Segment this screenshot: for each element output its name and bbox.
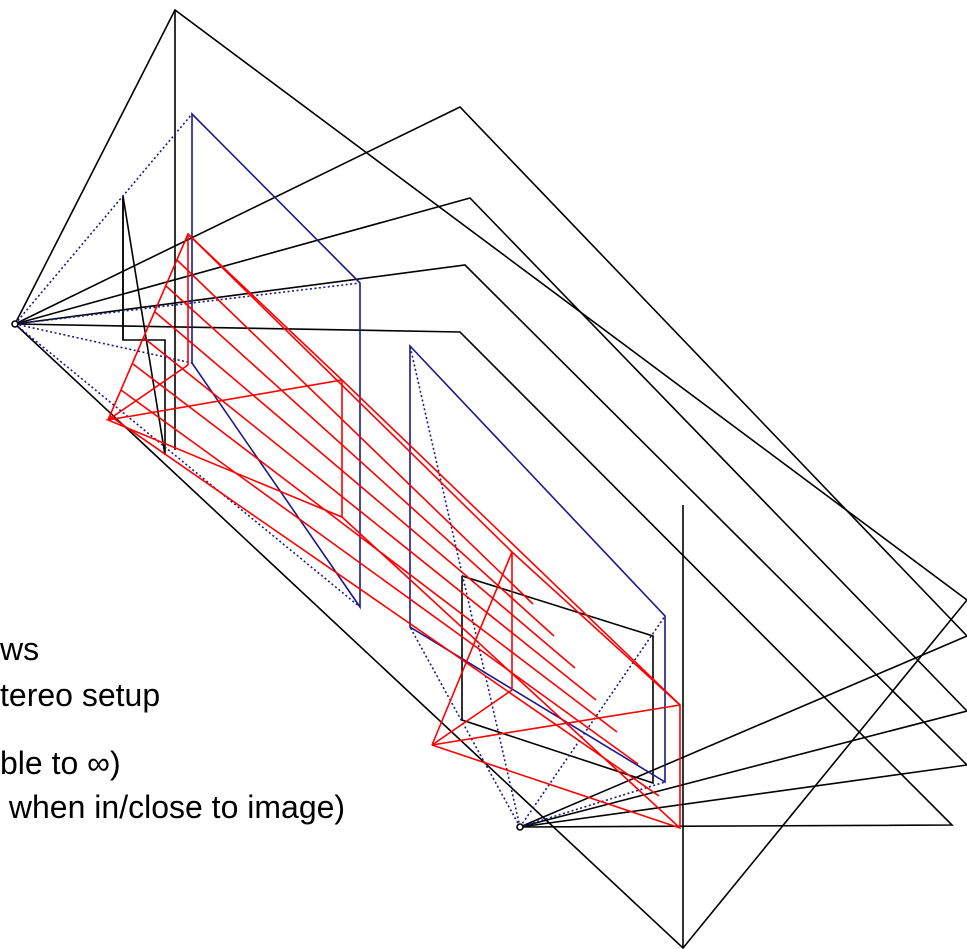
right-camera-center [516, 823, 524, 831]
epipolar-plane-3 [14, 197, 967, 828]
slide-text: ws tereo setup ble to ∞) when in/close t… [0, 631, 345, 825]
blue-image-planes [14, 112, 666, 828]
epipolar-lines [109, 233, 681, 829]
right-ray-right [519, 615, 666, 828]
right-rectified-edge [431, 689, 513, 746]
left-image-plane [191, 112, 361, 610]
left-rectified-plane [105, 232, 343, 519]
left-ray-right [14, 282, 361, 325]
epipolar-plane-4 [14, 264, 967, 828]
text-line-2: tereo setup [0, 677, 160, 713]
rectified-planes [105, 232, 681, 830]
epipolar-line [154, 311, 576, 669]
text-line-1: ws [0, 631, 39, 667]
left-ray-bottom [14, 323, 361, 608]
epipolar-line [109, 415, 660, 797]
epipolar-line [143, 337, 597, 701]
epipolar-line [187, 233, 513, 553]
right-ray-top [409, 345, 521, 828]
left-camera-center [11, 320, 19, 328]
left-ray-mid [14, 323, 193, 364]
epipolar-line [341, 379, 681, 706]
right-image-plane [409, 343, 666, 784]
left-rectified-edge [107, 364, 189, 421]
right-rectified-plane [431, 550, 681, 830]
epipolar-plane-2 [14, 106, 967, 828]
right-ray-left [409, 626, 521, 828]
epipolar-line [341, 516, 681, 829]
text-line-4: when in/close to image) [0, 789, 345, 825]
epipolar-line [165, 285, 555, 637]
epipolar-line [120, 389, 639, 765]
right-ray-bottom [519, 781, 666, 828]
epipolar-plane-5 [14, 323, 954, 828]
text-line-3: ble to ∞) [0, 745, 121, 781]
left-ray-top [14, 113, 193, 325]
epipolar-line [176, 259, 534, 605]
